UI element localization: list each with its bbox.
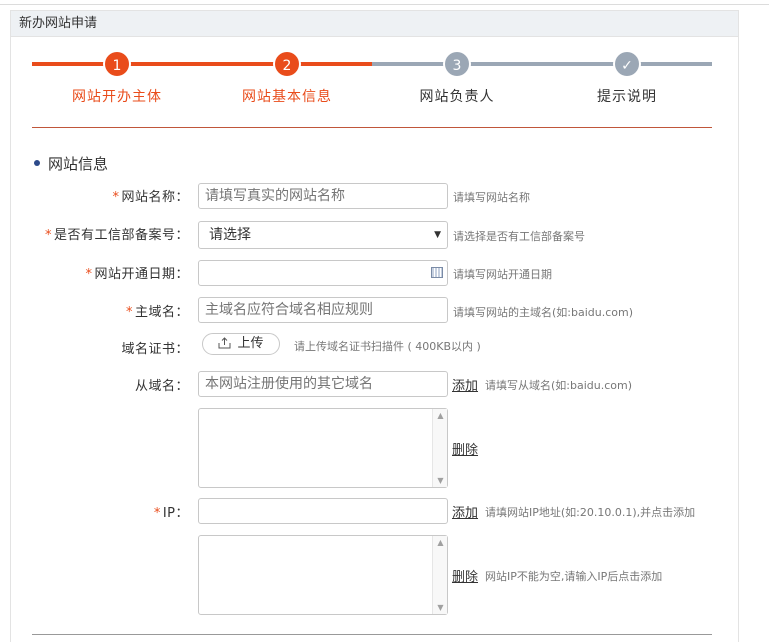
open-date-input[interactable]	[198, 260, 448, 286]
caret-down-icon: ▼	[434, 230, 441, 240]
main-domain-label: *主域名：	[125, 305, 189, 320]
domain-cert-label: 域名证书：	[121, 342, 189, 357]
scroll-down-icon[interactable]: ▼	[437, 603, 444, 612]
sub-domain-list[interactable]: ▲ ▼	[198, 408, 448, 488]
main-domain-input[interactable]	[198, 297, 448, 323]
site-name-label: *网站名称：	[112, 190, 189, 205]
ip-label: *IP：	[153, 506, 189, 521]
step-2[interactable]: 2 网站基本信息	[202, 37, 372, 106]
sub-domain-hint: 请填写从域名(如:baidu.com)	[485, 379, 633, 392]
ip-list[interactable]: ▲ ▼	[198, 535, 448, 615]
step-1-number: 1	[103, 50, 131, 78]
ip-hint: 请填网站IP地址(如:20.10.0.1),并点击添加	[485, 506, 696, 519]
step-4-label: 提示说明	[597, 89, 657, 105]
section-title: 网站信息	[34, 153, 108, 174]
site-name-input[interactable]	[198, 183, 448, 209]
step-3-label: 网站负责人	[419, 89, 495, 105]
scroll-up-icon[interactable]: ▲	[437, 411, 444, 420]
miit-record-hint: 请选择是否有工信部备案号	[453, 230, 585, 243]
step-1[interactable]: 1 网站开办主体	[32, 37, 202, 106]
step-1-label: 网站开办主体	[72, 89, 162, 105]
step-3-number: 3	[443, 50, 471, 78]
ip-list-scrollbar[interactable]: ▲ ▼	[432, 536, 447, 614]
sub-domain-list-scrollbar[interactable]: ▲ ▼	[432, 409, 447, 487]
sub-domain-label: 从域名：	[134, 379, 189, 394]
miit-record-select[interactable]: 请选择 ▼	[198, 221, 448, 249]
upload-icon	[218, 337, 231, 349]
calendar-icon[interactable]	[431, 267, 443, 278]
step-4-check-icon: ✓	[613, 50, 641, 78]
scroll-down-icon[interactable]: ▼	[437, 476, 444, 485]
step-progress: 1 网站开办主体 2 网站基本信息 3 网站负责人 ✓ 提示说明	[32, 37, 712, 105]
step-3[interactable]: 3 网站负责人	[372, 37, 542, 106]
steps-divider	[32, 127, 712, 128]
miit-record-label: *是否有工信部备案号：	[44, 228, 189, 243]
sub-domain-delete-link[interactable]: 删除	[452, 443, 479, 458]
bottom-divider	[32, 634, 712, 635]
upload-button-label: 上传	[237, 336, 264, 351]
main-domain-hint: 请填写网站的主域名(如:baidu.com)	[453, 306, 634, 319]
top-divider	[0, 4, 769, 5]
step-2-label: 网站基本信息	[242, 89, 332, 105]
upload-button[interactable]: 上传	[202, 333, 280, 355]
progress-line-done	[32, 62, 372, 66]
step-4[interactable]: ✓ 提示说明	[542, 37, 712, 106]
ip-delete-link[interactable]: 删除	[452, 570, 479, 585]
progress-line-pending	[372, 62, 712, 66]
domain-cert-hint: 请上传域名证书扫描件 ( 400KB以内 )	[294, 340, 481, 353]
site-name-hint: 请填写网站名称	[453, 191, 530, 204]
sub-domain-add-link[interactable]: 添加	[452, 379, 479, 394]
open-date-hint: 请填写网站开通日期	[453, 268, 552, 281]
sub-domain-input[interactable]	[198, 371, 448, 397]
ip-input[interactable]	[198, 498, 448, 524]
ip-delete-hint: 网站IP不能为空,请输入IP后点击添加	[485, 570, 663, 583]
scroll-up-icon[interactable]: ▲	[437, 538, 444, 547]
open-date-label: *网站开通日期：	[85, 267, 189, 282]
section-title-text: 网站信息	[48, 155, 109, 173]
miit-record-value: 请选择	[209, 227, 251, 243]
bullet-icon	[34, 160, 40, 166]
panel-title: 新办网站申请	[11, 11, 738, 37]
ip-add-link[interactable]: 添加	[452, 506, 479, 521]
step-2-number: 2	[273, 50, 301, 78]
